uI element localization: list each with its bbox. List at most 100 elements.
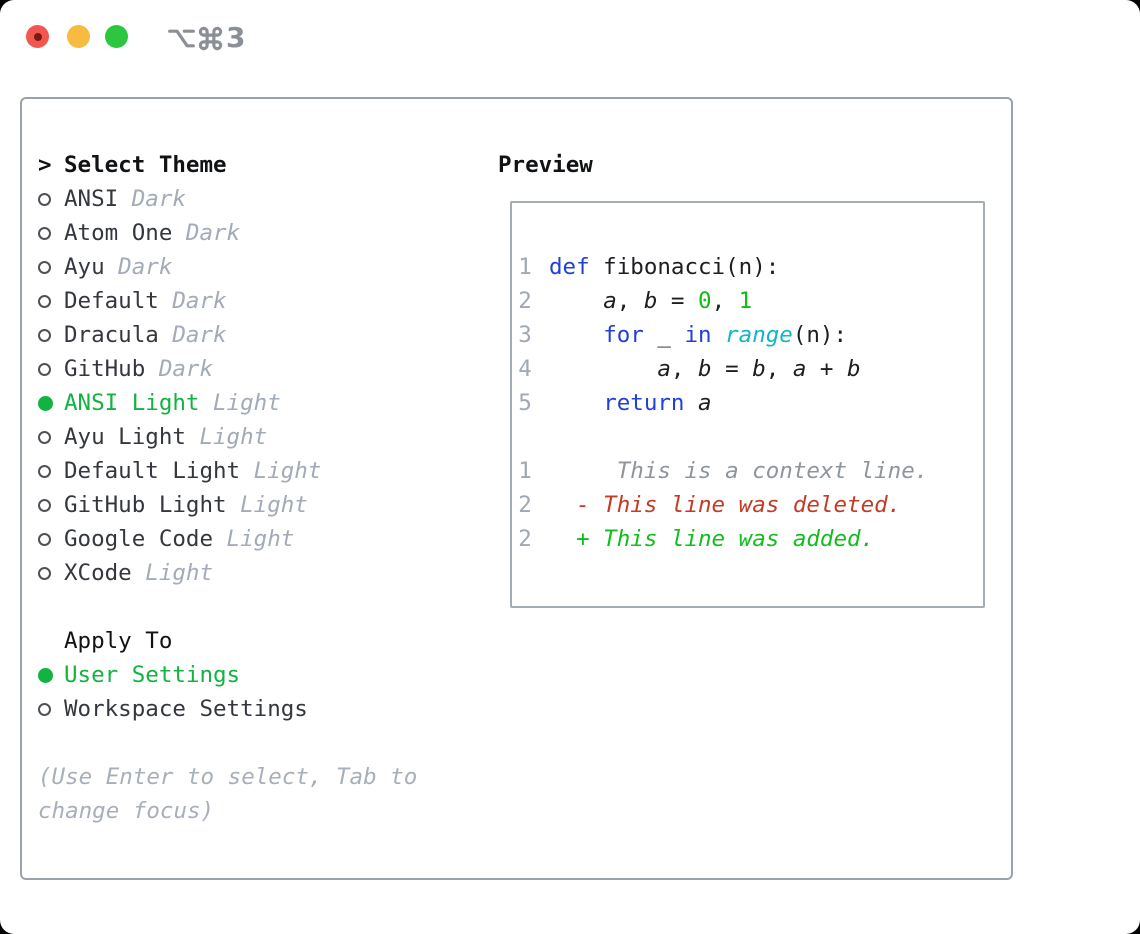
theme-option-github-light[interactable]: GitHub Light Light — [38, 488, 321, 522]
line-content: return a — [603, 390, 712, 416]
radio-circle — [38, 192, 51, 206]
theme-option-ansi-light[interactable]: ANSI Light Light — [38, 386, 321, 420]
radio-icon — [38, 192, 64, 206]
select-theme-header: > Select Theme — [38, 148, 227, 182]
apply-to-header: Apply To — [64, 624, 172, 658]
theme-option-ansi[interactable]: ANSI Dark — [38, 182, 321, 216]
line-content: a, b = b, a + b — [657, 356, 861, 382]
option-key-icon — [168, 29, 195, 47]
radio-selected-icon — [38, 667, 64, 683]
radio-icon — [38, 226, 64, 240]
line-number: 4 — [518, 356, 532, 382]
radio-circle — [38, 667, 53, 683]
preview-line: 4 a, b = b, a + b — [512, 352, 861, 386]
preview-label: Preview — [498, 152, 593, 178]
preview-line: 2 + This line was added. — [512, 522, 928, 556]
radio-circle — [38, 702, 51, 716]
radio-circle — [38, 226, 51, 240]
theme-variant: Light — [240, 458, 322, 484]
theme-option-default[interactable]: Default Dark — [38, 284, 321, 318]
theme-variant: Dark — [158, 322, 227, 348]
prompt-caret-icon: > — [38, 152, 52, 178]
help-text-line1: (Use Enter to select, Tab to — [38, 764, 418, 790]
option-name: User Settings — [64, 662, 241, 688]
theme-variant: Light — [131, 560, 214, 586]
option-name: XCode — [64, 560, 132, 586]
line-number: 1 — [518, 254, 532, 280]
option-name: GitHub — [64, 356, 146, 382]
theme-variant: Dark — [158, 288, 227, 314]
radio-icon — [38, 294, 64, 308]
theme-option-xcode[interactable]: XCode Light — [38, 556, 321, 590]
line-number: 5 — [518, 390, 532, 416]
option-name: Atom One — [64, 220, 173, 246]
preview-diff-lines: 1 This is a context line.2 - This line w… — [512, 454, 928, 556]
preview-header: Preview — [498, 148, 593, 182]
select-theme-label: Select Theme — [64, 152, 227, 178]
option-name: ANSI — [64, 186, 119, 212]
radio-circle — [38, 566, 51, 580]
preview-line: 1 This is a context line. — [512, 454, 928, 488]
theme-variant: Light — [213, 526, 295, 552]
theme-variant: Dark — [118, 186, 186, 212]
option-name: Google Code — [64, 526, 214, 552]
preview-line: 1 def fibonacci(n): — [512, 250, 861, 284]
radio-icon — [38, 362, 64, 376]
line-number: 1 — [518, 458, 532, 484]
radio-circle — [38, 328, 51, 342]
option-name: ANSI Light — [64, 390, 200, 416]
line-content: def fibonacci(n): — [549, 254, 780, 280]
radio-icon — [38, 430, 64, 444]
radio-circle — [38, 294, 51, 308]
theme-variant: Dark — [104, 254, 173, 280]
line-number: 2 — [518, 526, 532, 552]
option-name: Default Light — [64, 458, 241, 484]
radio-circle — [38, 260, 51, 274]
command-key-icon — [198, 26, 223, 50]
window-title: 3 — [168, 21, 245, 54]
radio-circle — [38, 498, 51, 512]
option-name: GitHub Light — [64, 492, 227, 518]
theme-option-ayu-light[interactable]: Ayu Light Light — [38, 420, 321, 454]
zoom-button[interactable] — [105, 25, 128, 48]
theme-variant: Dark — [145, 356, 214, 382]
theme-option-ayu[interactable]: Ayu Dark — [38, 250, 321, 284]
preview-line: 3 for _ in range(n): — [512, 318, 861, 352]
radio-icon — [38, 260, 64, 274]
radio-icon — [38, 532, 64, 546]
radio-icon — [38, 328, 64, 342]
theme-option-google-code[interactable]: Google Code Light — [38, 522, 321, 556]
preview-line: 2 a, b = 0, 1 — [512, 284, 861, 318]
radio-icon — [38, 464, 64, 478]
theme-selector-panel — [20, 97, 1013, 880]
theme-option-github[interactable]: GitHub Dark — [38, 352, 321, 386]
line-content: a, b = 0, 1 — [603, 288, 753, 314]
line-content: + This line was added. — [576, 526, 875, 552]
theme-variant: Light — [226, 492, 308, 518]
close-button[interactable] — [26, 25, 49, 48]
option-name: Dracula — [64, 322, 159, 348]
radio-icon — [38, 498, 64, 512]
theme-variant: Light — [185, 424, 268, 450]
theme-option-dracula[interactable]: Dracula Dark — [38, 318, 321, 352]
apply-to-label: Apply To — [64, 628, 173, 654]
theme-option-atom-one[interactable]: Atom One Dark — [38, 216, 321, 250]
minimize-button[interactable] — [67, 25, 90, 48]
line-content: for _ in range(n): — [603, 322, 848, 348]
option-name: Ayu Light — [64, 424, 186, 450]
help-text-line2: change focus) — [38, 798, 215, 824]
radio-icon — [38, 566, 64, 580]
line-number: 3 — [518, 322, 532, 348]
line-content: - This line was deleted. — [576, 492, 902, 518]
apply-option-user-settings[interactable]: User Settings — [38, 658, 308, 692]
preview-line: 2 - This line was deleted. — [512, 488, 928, 522]
theme-option-default-light[interactable]: Default Light Light — [38, 454, 321, 488]
radio-circle — [38, 430, 51, 444]
preview-box — [510, 201, 985, 608]
apply-option-workspace-settings[interactable]: Workspace Settings — [38, 692, 308, 726]
radio-circle — [38, 395, 53, 411]
